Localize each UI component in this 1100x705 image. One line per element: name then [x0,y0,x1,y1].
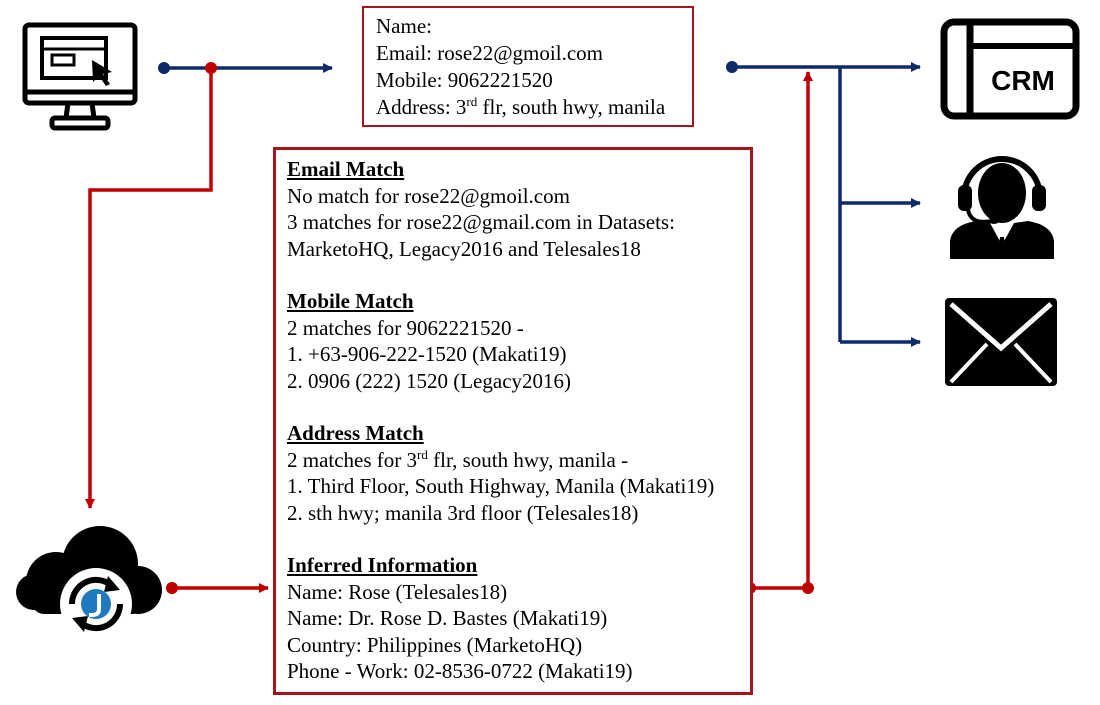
record-email-line: Email: rose22@gmoil.com [376,41,603,65]
address-summary-suffix: flr, south hwy, manila - [427,447,629,472]
matches-to-output-line [750,71,813,590]
red-branch-line [85,68,213,509]
address-match-heading: Address Match [287,421,424,445]
address-suffix: flr, south hwy, manila [477,95,666,119]
mobile-match-line: 2. 0906 (222) 1520 (Legacy2016) [287,368,572,393]
inferred-info-line: Name: Dr. Rose D. Bastes (Makati19) [287,606,608,630]
branch-dot [205,62,217,74]
email-match-line: No match for rose22@gmoil.com [287,183,570,208]
inferred-info-heading: Inferred Information [287,553,478,577]
record-out-dot [726,61,738,73]
record-address-line: Address: 3rd flr, south hwy, manila [376,94,692,121]
source-dot [158,62,170,74]
mobile-match-heading: Mobile Match [287,289,414,313]
address-match-line: 2. sth hwy; manila 3rd floor (Telesales1… [287,500,639,525]
address-summary-prefix: 2 matches for 3 [287,447,418,472]
email-match-heading: Email Match [287,157,405,181]
inferred-info-line: Country: Philippines (MarketoHQ) [287,632,583,657]
computer-monitor-icon [22,22,138,131]
call-center-agent-icon [950,156,1054,259]
email-match-line: 3 matches for rose22@gmail.com in Datase… [287,210,675,234]
inferred-info-line: Phone - Work: 02-8536-0722 (Makati19) [287,659,633,683]
engine-dot [166,582,178,594]
address-superscript: rd [466,94,478,109]
record-name-line: Name: [376,14,432,38]
crm-window-icon: CRM [940,18,1080,120]
address-prefix: Address: 3 [376,95,467,119]
merge-dot [802,582,814,594]
crm-label: CRM [991,65,1055,96]
envelope-icon [945,298,1057,386]
inferred-info-line: Name: Rose (Telesales18) [287,579,508,604]
address-match-line: 1. Third Floor, South Highway, Manila (M… [287,474,715,498]
cloud-sync-icon [16,526,162,640]
address-summary-superscript: rd [417,446,428,462]
match-results-box: Email Match No match for rose22@gmoil.co… [273,147,753,695]
record-mobile-line: Mobile: 9062221520 [376,68,553,92]
input-record-box: Name: Email: rose22@gmoil.com Mobile: 90… [362,6,694,127]
mobile-match-line: 1. +63-906-222-1520 (Makati19) [287,342,567,366]
address-match-summary: 2 matches for 3rd flr, south hwy, manila… [287,447,750,474]
email-match-line: MarketoHQ, Legacy2016 and Telesales18 [287,236,641,261]
mobile-match-line: 2 matches for 9062221520 - [287,315,524,340]
